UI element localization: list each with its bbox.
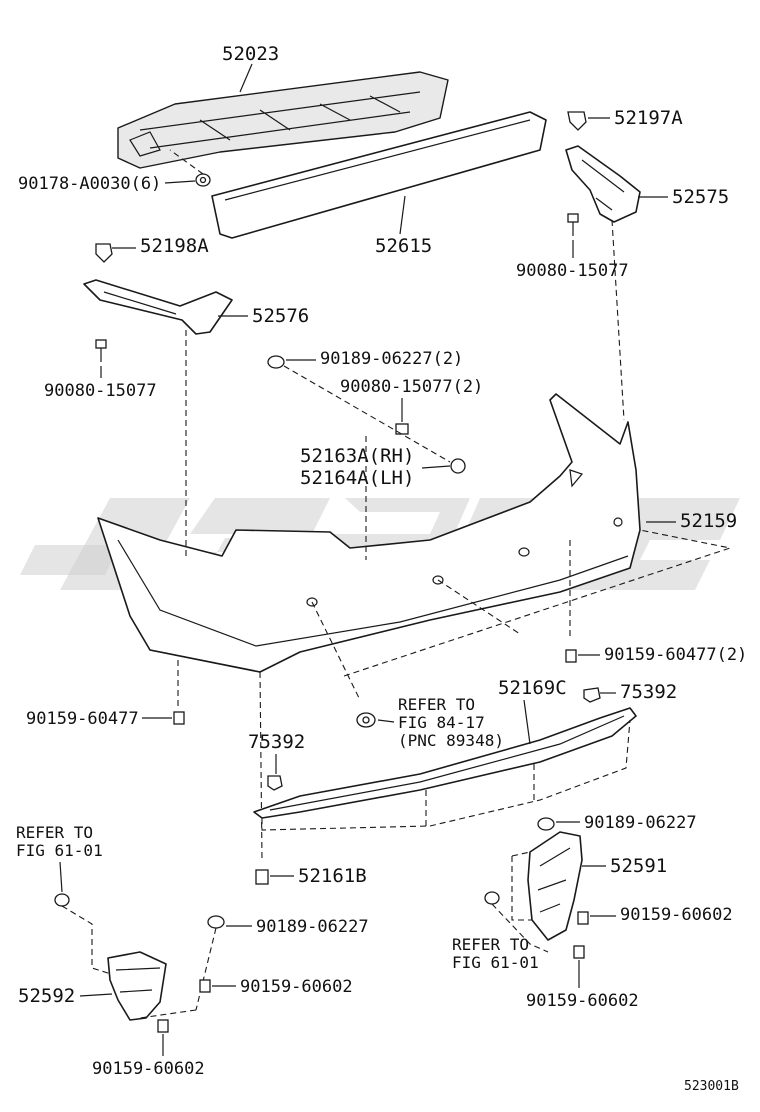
label-90178: 90178-A0030(6) xyxy=(18,174,161,194)
clip-ref-61-01-rh xyxy=(484,891,500,905)
fastener-90178 xyxy=(195,173,211,187)
refer-61-lh-line2: FIG 61-01 xyxy=(16,841,103,860)
clip-75392-lh xyxy=(267,775,283,791)
part-52159-bumper-cover xyxy=(97,393,641,673)
label-52023: 52023 xyxy=(222,43,279,65)
refer-84-line2: FIG 84-17 xyxy=(398,713,485,732)
screw-90080-lh xyxy=(95,339,107,362)
label-52591: 52591 xyxy=(610,855,667,877)
label-90159-60602-d: 90159-60602 xyxy=(92,1059,205,1079)
part-52615-strip xyxy=(211,111,547,239)
label-52575: 52575 xyxy=(672,186,729,208)
label-52197A: 52197A xyxy=(614,107,683,129)
part-52576-retainer-lh xyxy=(83,279,233,335)
label-90080-lh: 90080-15077 xyxy=(44,381,157,401)
label-90189-top: 90189-06227(2) xyxy=(320,349,463,369)
clip-75392-rh xyxy=(583,687,601,703)
label-52163A: 52163A(RH) xyxy=(300,445,414,467)
figure-code: 523001B xyxy=(684,1079,739,1094)
label-52615: 52615 xyxy=(375,235,432,257)
screw-90159-60477-lh xyxy=(173,711,185,725)
label-52592: 52592 xyxy=(18,985,75,1007)
part-52023-absorber xyxy=(117,71,449,169)
label-52159: 52159 xyxy=(680,510,737,532)
clip-90189-rh xyxy=(537,817,555,831)
label-90159-60602-a: 90159-60602 xyxy=(620,905,733,925)
label-52576: 52576 xyxy=(252,305,309,327)
nut-ref-84-17 xyxy=(356,712,376,728)
label-52169C: 52169C xyxy=(498,677,567,699)
screw-90159-60602-a xyxy=(577,911,589,925)
label-75392-lh: 75392 xyxy=(248,731,305,753)
label-90159-60602-b: 90159-60602 xyxy=(526,991,639,1011)
clip-90189-top xyxy=(267,355,285,369)
refer-84-line1: REFER TO xyxy=(398,695,475,714)
screw-52161B xyxy=(255,869,269,885)
refer-61-lh-line1: REFER TO xyxy=(16,823,93,842)
clip-52197A xyxy=(567,111,587,131)
refer-84-line3: (PNC 89348) xyxy=(398,731,504,750)
part-52591-bracket-rh xyxy=(527,831,583,941)
screw-90159-60477-rh xyxy=(565,649,577,663)
part-52592-bracket-lh xyxy=(107,951,167,1021)
guide-lines-bumper xyxy=(177,219,733,861)
label-52198A: 52198A xyxy=(140,235,209,257)
refer-61-rh-line1: REFER TO xyxy=(452,935,529,954)
label-52164A: 52164A(LH) xyxy=(300,467,414,489)
label-90189-rh: 90189-06227 xyxy=(584,813,697,833)
screw-90159-60602-c xyxy=(199,979,211,993)
screw-90159-60602-d xyxy=(157,1019,169,1033)
screw-90159-60602-b xyxy=(573,945,585,959)
clip-ref-61-01-lh xyxy=(54,893,70,907)
label-52161B: 52161B xyxy=(298,865,367,887)
label-90080-center: 90080-15077(2) xyxy=(340,377,483,397)
screw-90080-rh xyxy=(567,213,579,236)
screw-90080-center xyxy=(395,423,409,435)
label-90159-60602-c: 90159-60602 xyxy=(240,977,353,997)
label-90189-lh: 90189-06227 xyxy=(256,917,369,937)
refer-61-rh-line2: FIG 61-01 xyxy=(452,953,539,972)
cap-52163A-52164A xyxy=(450,458,466,474)
label-75392-rh: 75392 xyxy=(620,681,677,703)
clip-90189-lh xyxy=(207,915,225,929)
label-90159-60477-lh: 90159-60477 xyxy=(26,709,139,729)
label-90080-rh: 90080-15077 xyxy=(516,261,629,281)
clip-52198A xyxy=(95,243,113,263)
label-90159-60477-rh: 90159-60477(2) xyxy=(604,645,747,665)
part-52575-retainer-rh xyxy=(565,145,641,223)
part-52169C-lower-trim xyxy=(253,707,637,819)
